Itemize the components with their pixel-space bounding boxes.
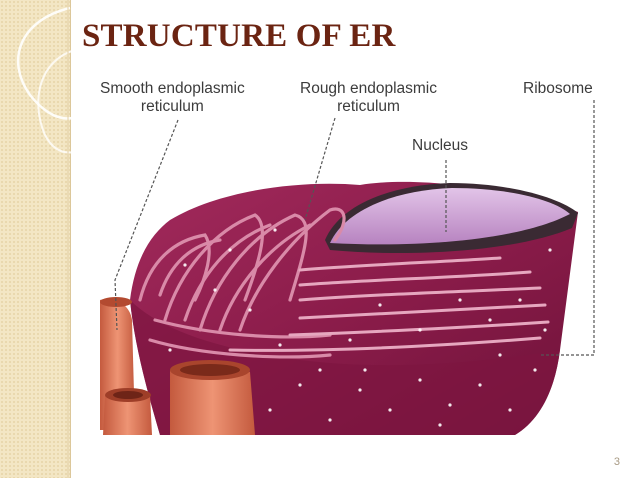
cut-tubes [100,297,255,435]
decorative-sidebar [0,0,71,478]
label-rough-er-line1: Rough endoplasmic [300,80,438,97]
label-rough-er: Rough endoplasmic reticulum [300,80,437,116]
label-smooth-er: Smooth endoplasmic reticulum [100,80,245,116]
decorative-arcs [16,0,96,478]
label-rough-er-line2: reticulum [337,98,400,115]
nucleus [330,188,570,245]
label-nucleus: Nucleus [412,137,468,154]
leader-lines [114,100,595,356]
rough-er-cisternae [138,207,346,359]
label-smooth-er-line2: reticulum [140,98,204,115]
page-number: 3 [613,456,620,468]
er-sheets [228,256,550,352]
label-smooth-er-line1: Smooth endoplasmic [100,80,245,97]
slide-title: STRUCTURE OF ER [82,18,396,54]
label-ribosome: Ribosome [523,80,593,97]
